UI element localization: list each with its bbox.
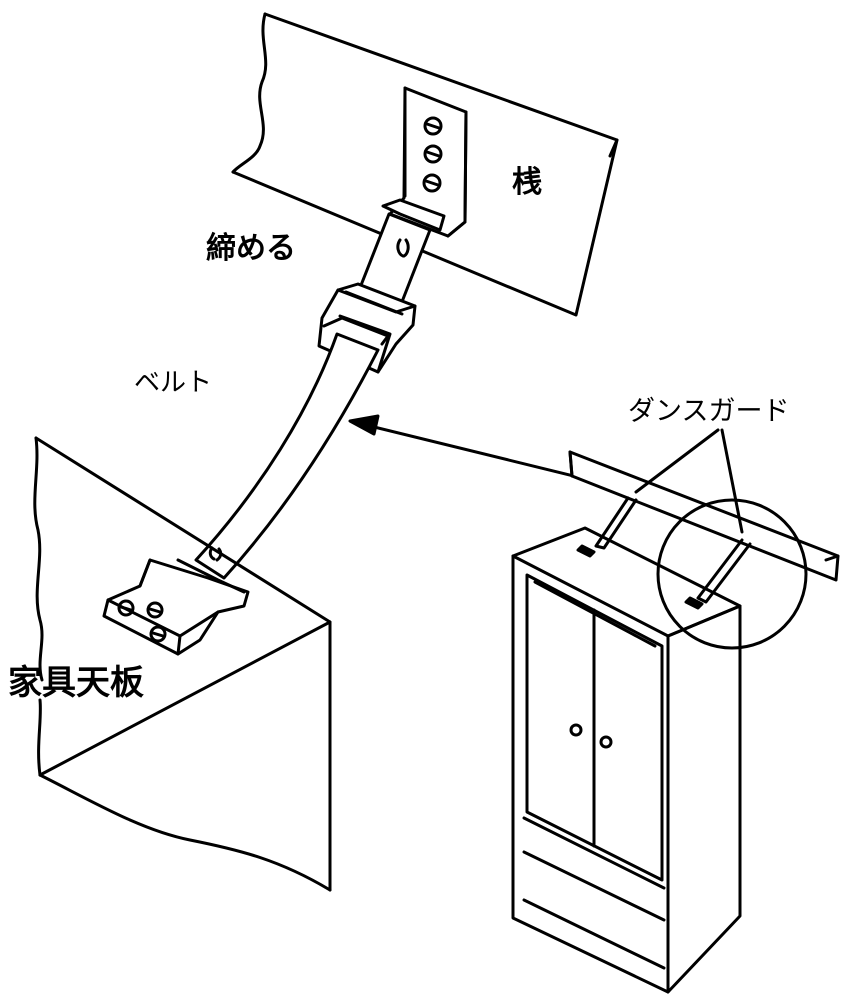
furniture-top — [33, 436, 332, 892]
wardrobe — [511, 526, 742, 994]
guard-label: ダンスガード — [628, 396, 790, 427]
screw — [146, 601, 164, 619]
beam-label: 桟 — [512, 165, 542, 200]
tighten-label: 締める — [206, 231, 296, 266]
guard-rail — [568, 428, 840, 650]
belt — [194, 332, 380, 580]
screw — [423, 144, 443, 164]
furniture-top-label: 家具天板 — [8, 663, 144, 703]
screw — [149, 625, 167, 643]
upper-bracket — [381, 86, 468, 238]
belt-label: ベルト — [134, 368, 213, 398]
screw — [117, 599, 135, 617]
screw — [422, 173, 442, 193]
screw — [423, 116, 443, 136]
lower-bracket — [102, 558, 250, 656]
